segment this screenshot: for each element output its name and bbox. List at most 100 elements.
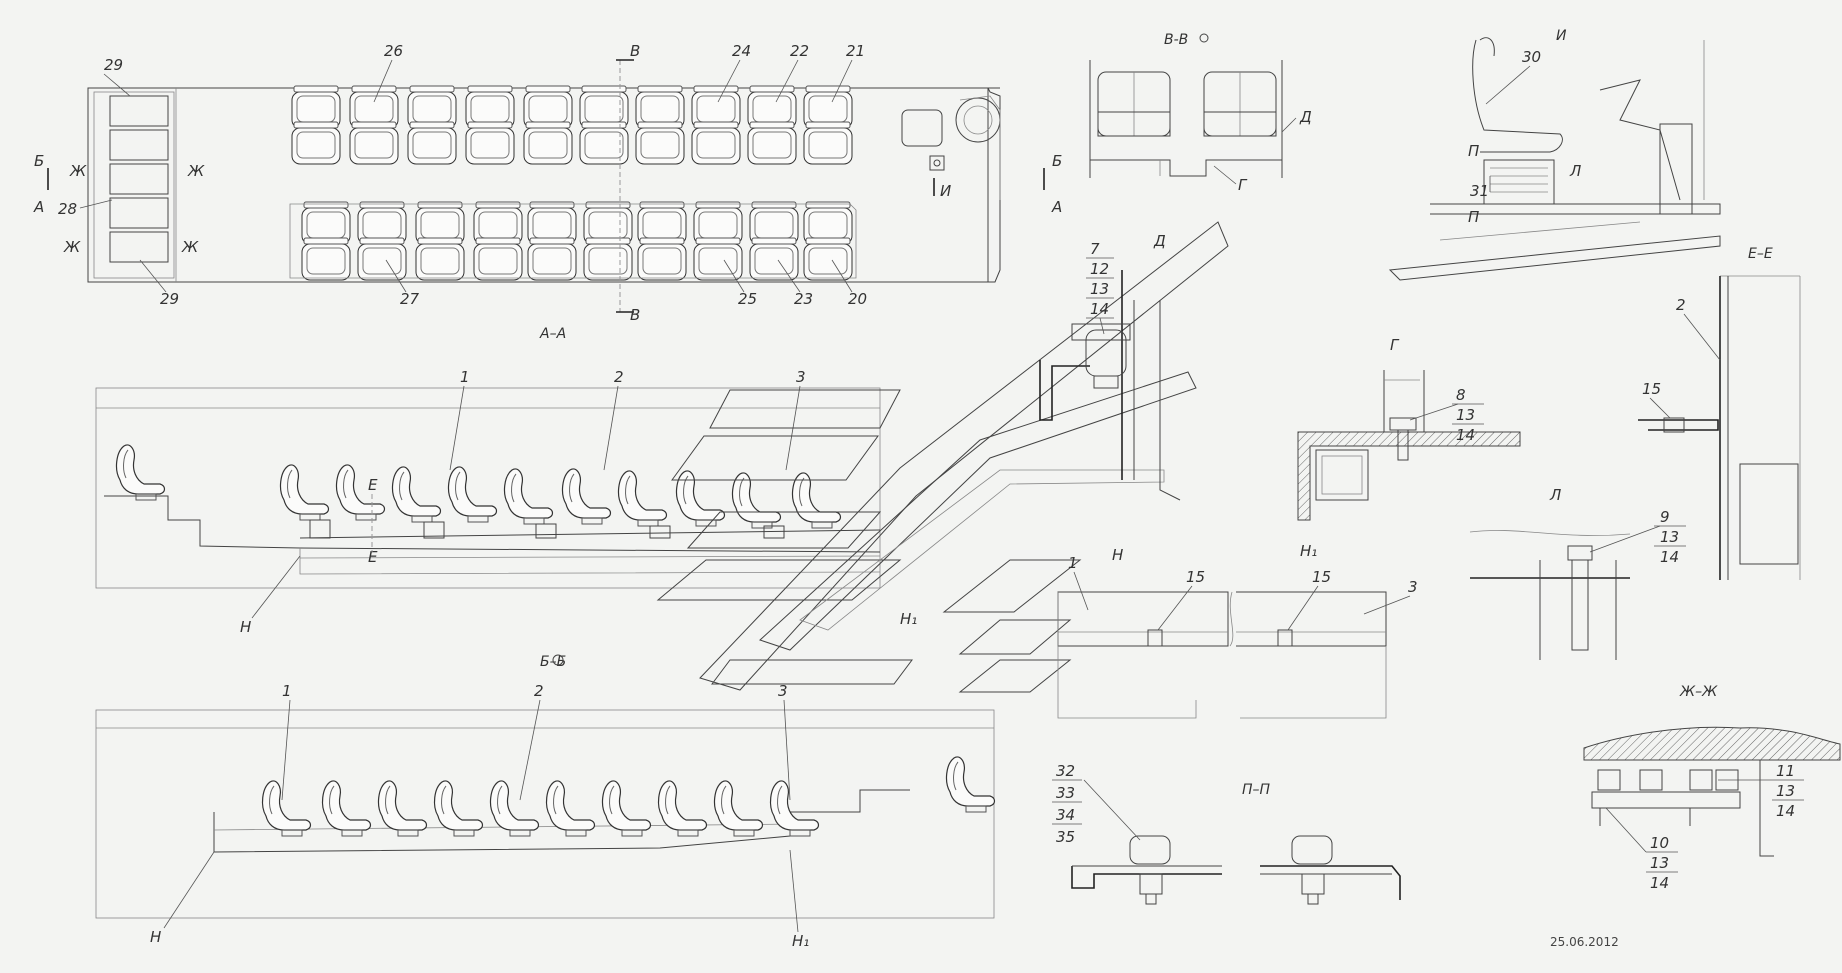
zh-callout-14a: 14 [1776, 802, 1795, 820]
d-callout-12: 12 [1090, 260, 1109, 278]
section-zhzh-title: Ж–Ж [1679, 684, 1718, 700]
i-mark-p-top: П [1468, 142, 1479, 160]
view-d-title: Д [1153, 232, 1166, 250]
view-i-suspension [1490, 167, 1548, 193]
callout-27: 27 [400, 290, 420, 308]
mark-a-right: А [1051, 198, 1062, 216]
drawing-date: 25.06.2012 [1550, 935, 1619, 949]
n-callout-1: 1 [1068, 554, 1078, 572]
callout-29-top: 29 [104, 56, 123, 74]
i-mark-p-bottom: П [1468, 208, 1479, 226]
bb-seats [261, 756, 996, 837]
d-callout-14: 14 [1090, 300, 1109, 318]
mark-zh-4: Ж [181, 238, 199, 256]
bb-mark-n1: Н₁ [792, 932, 809, 950]
mark-b-left: Б [34, 152, 44, 170]
pp-callout-33: 33 [1056, 784, 1075, 802]
view-n1-title: Н₁ [1300, 542, 1317, 560]
view-g: Г 8 13 14 [1297, 336, 1521, 521]
zh-callout-14b: 14 [1650, 874, 1669, 892]
n-callout-3: 3 [1408, 578, 1418, 596]
callout-21: 21 [846, 42, 865, 60]
zh-callout-13b: 13 [1650, 854, 1669, 872]
callout-24: 24 [732, 42, 751, 60]
n-callout-15a: 15 [1186, 568, 1205, 586]
mark-zh-1: Ж [69, 162, 87, 180]
l-callout-14: 14 [1660, 548, 1679, 566]
i-mark-l: Л [1569, 162, 1581, 180]
n-callout-15b: 15 [1312, 568, 1331, 586]
vv-mark-g: Г [1238, 176, 1248, 194]
callout-23: 23 [794, 290, 813, 308]
g-callout-13: 13 [1456, 406, 1475, 424]
aa-callout-3: 3 [796, 368, 806, 386]
i-callout-31: 31 [1470, 182, 1489, 200]
vv-mark-d: Д [1299, 108, 1312, 126]
callout-29-bottom: 29 [160, 290, 179, 308]
view-n-title: Н [1112, 546, 1123, 564]
section-ee-title: Е–Е [1748, 246, 1773, 262]
zh-callout-10: 10 [1650, 834, 1669, 852]
bb-callout-1: 1 [282, 682, 292, 700]
plan-view: В В Б А Б А И Ж Ж Ж Ж 29 26 24 22 21 28 … [33, 42, 1062, 324]
section-zhzh: Ж–Ж 11 13 14 10 13 14 [1583, 684, 1841, 892]
zh-callout-13a: 13 [1776, 782, 1795, 800]
section-bb: Б–Б 1 2 3 Н Н₁ [95, 654, 996, 950]
view-n: Н Н₁ 1 15 15 3 [1057, 542, 1418, 719]
ee-callout-15: 15 [1642, 380, 1661, 398]
mark-i-plan: И [940, 182, 951, 200]
section-aa-title: А–А [539, 326, 566, 342]
mark-zh-3: Ж [63, 238, 81, 256]
l-callout-13: 13 [1660, 528, 1679, 546]
d-callout-13: 13 [1090, 280, 1109, 298]
aa-mark-e-bottom: Е [368, 548, 378, 566]
d-callout-7: 7 [1090, 240, 1100, 258]
section-aa: А–А 1 2 3 [95, 326, 917, 636]
driver-area [901, 95, 1001, 200]
view-d: Д 7 12 13 14 [1039, 232, 1181, 501]
callout-26: 26 [384, 42, 403, 60]
aa-seats [115, 444, 842, 529]
aa-callout-1: 1 [460, 368, 470, 386]
pp-callout-34: 34 [1056, 806, 1075, 824]
zh-callout-11: 11 [1776, 762, 1795, 780]
l-callout-9: 9 [1660, 508, 1670, 526]
callout-22: 22 [790, 42, 809, 60]
ee-callout-2: 2 [1676, 296, 1686, 314]
mark-b-right: Б [1052, 152, 1062, 170]
g-callout-14: 14 [1456, 426, 1475, 444]
pp-callout-32: 32 [1056, 762, 1075, 780]
mark-v-top: В [630, 42, 640, 60]
section-ee: Е–Е 2 15 [1638, 246, 1801, 580]
bb-callout-3: 3 [778, 682, 788, 700]
callout-28: 28 [58, 200, 77, 218]
section-pp-title: П–П [1242, 782, 1271, 798]
section-vv-title: В-В [1164, 32, 1188, 48]
aa-mark-n1: Н₁ [900, 610, 917, 628]
callout-20: 20 [848, 290, 867, 308]
rear-seat-block [109, 95, 169, 263]
mark-a-left: А [33, 198, 44, 216]
section-leader-shapes [656, 221, 1229, 693]
view-l: Л 9 13 14 [1469, 486, 1686, 660]
aa-mark-n: Н [240, 618, 251, 636]
bb-callout-2: 2 [534, 682, 544, 700]
seat-row-bottom [301, 201, 853, 281]
section-vv: В-В Д Г [1089, 32, 1312, 194]
aa-callout-2: 2 [614, 368, 624, 386]
callout-25: 25 [738, 290, 757, 308]
aa-pedestals [309, 519, 785, 539]
mark-v-bottom: В [630, 306, 640, 324]
plan-callouts: 29 26 24 22 21 28 29 27 25 23 20 [58, 42, 867, 308]
i-callout-30: 30 [1522, 48, 1541, 66]
view-i-title: И [1556, 28, 1567, 44]
g-callout-8: 8 [1456, 386, 1466, 404]
view-i: И 30 31 П П Л [1388, 28, 1721, 281]
bb-mark-n: Н [150, 928, 161, 946]
view-l-title: Л [1549, 486, 1561, 504]
section-pp: П–П 32 33 34 35 [1052, 762, 1401, 905]
view-g-title: Г [1390, 336, 1400, 354]
pp-callout-35: 35 [1056, 828, 1075, 846]
mark-zh-2: Ж [187, 162, 205, 180]
